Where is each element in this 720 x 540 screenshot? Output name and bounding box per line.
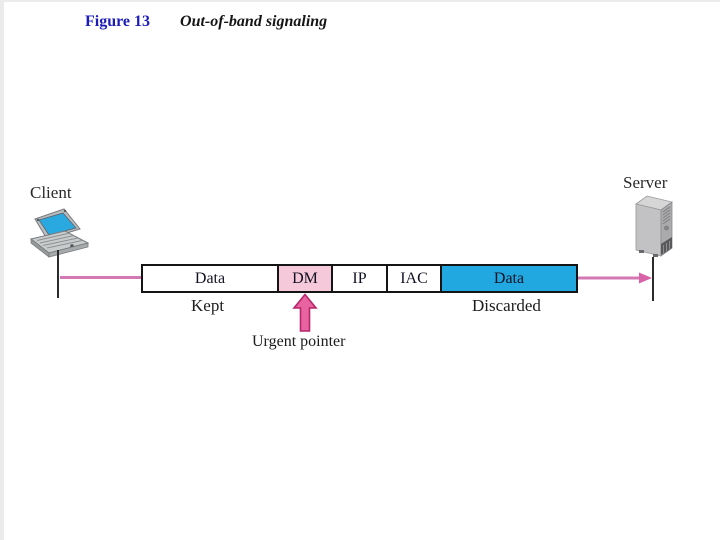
stream-segment-ip: IP — [331, 266, 386, 291]
figure-title: Out-of-band signaling — [180, 13, 328, 30]
urgent-pointer-label: Urgent pointer — [252, 333, 346, 350]
figure-number: Figure 13 — [85, 13, 151, 30]
server-label: Server — [623, 173, 668, 192]
right-arrow-icon — [576, 272, 652, 284]
stream-segment-data-discarded: Data — [440, 266, 576, 291]
server-tower-icon — [635, 195, 673, 257]
discarded-label: Discarded — [472, 296, 541, 315]
client-label: Client — [30, 183, 72, 202]
server-connection-line — [652, 257, 654, 301]
up-arrow-icon — [292, 293, 318, 332]
stream-segment-iac: IAC — [386, 266, 440, 291]
byte-stream: Data DM IP IAC Data — [141, 264, 578, 293]
stream-segment-dm: DM — [277, 266, 331, 291]
stream-segment-data-kept: Data — [143, 266, 277, 291]
flow-line-left — [60, 276, 143, 279]
kept-label: Kept — [191, 296, 225, 315]
figure-caption: Figure 13 Out-of-band signaling — [85, 13, 327, 31]
client-connection-line — [57, 250, 59, 298]
